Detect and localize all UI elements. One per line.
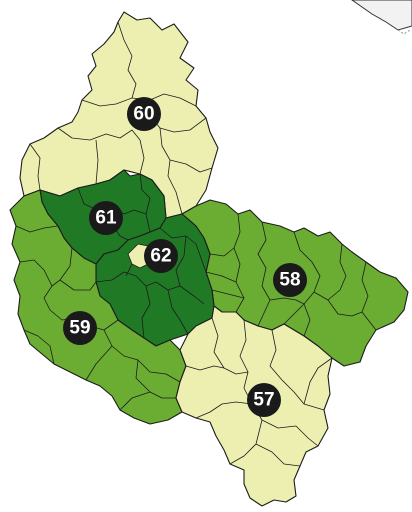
badge-label-61: 61 <box>95 208 117 229</box>
badge-label-57: 57 <box>253 390 274 411</box>
neighbor-region <box>351 0 412 31</box>
district-badge-61: 61 <box>89 201 123 235</box>
neighbor-border <box>397 29 411 35</box>
district-badge-59: 59 <box>63 311 97 345</box>
badge-label-62: 62 <box>150 246 171 267</box>
district-badge-57: 57 <box>247 383 281 417</box>
district-badge-58: 58 <box>273 263 307 297</box>
district-badge-62: 62 <box>144 239 178 273</box>
badge-label-59: 59 <box>69 318 90 339</box>
badge-label-60: 60 <box>133 104 154 125</box>
badge-label-58: 58 <box>279 270 300 291</box>
district-badge-60: 60 <box>127 97 161 131</box>
